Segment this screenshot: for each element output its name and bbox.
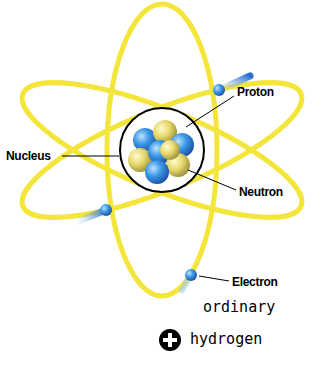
part-label: Nucleus	[6, 150, 51, 162]
positive-charge-symbol	[159, 329, 181, 351]
electron	[76, 76, 250, 290]
nucleus	[120, 108, 204, 192]
part-label: Proton	[237, 86, 274, 98]
caption-text: ordinary	[203, 300, 275, 315]
part-label: Neutron	[239, 186, 283, 198]
orbit	[8, 4, 316, 296]
caption-text: hydrogen	[190, 332, 262, 347]
leader-line	[62, 96, 236, 281]
part-label: Electron	[232, 276, 278, 288]
